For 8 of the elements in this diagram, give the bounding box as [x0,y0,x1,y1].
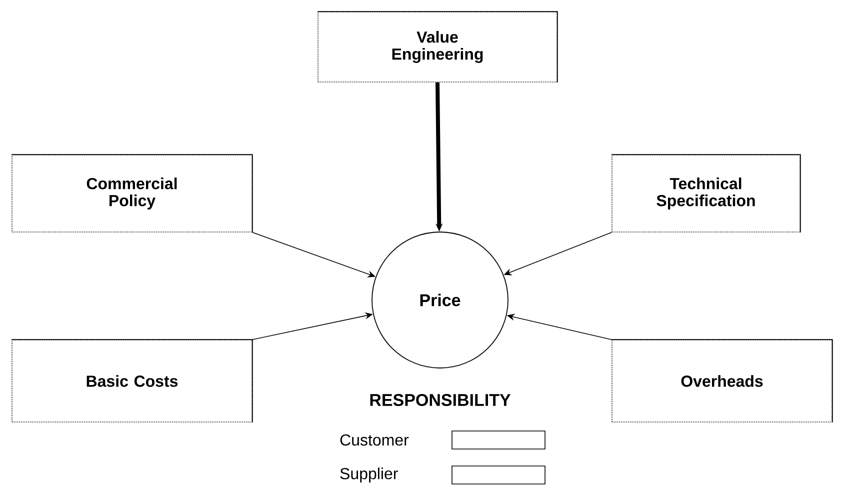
factor-box: Value Engineering [317,11,558,83]
factor-box: Overheads [611,339,833,423]
legend-text: Customer [340,434,409,446]
factor-box: Technical Specification [611,154,801,233]
factor-box: Basic Costs [11,339,253,423]
factor-box: Commercial Policy [11,154,253,233]
legend-text: Supplier [340,468,398,482]
legend-heading: RESPONSIBILITY [370,394,511,406]
